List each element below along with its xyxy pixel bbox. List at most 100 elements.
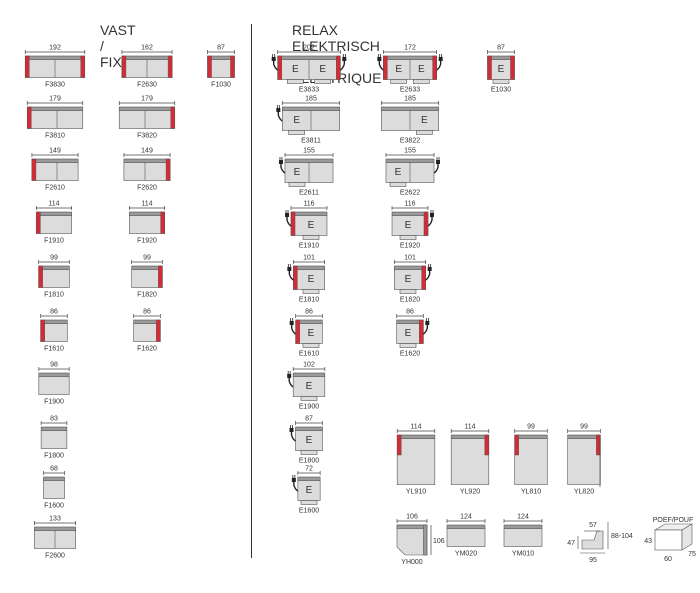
- model-code: F1610: [44, 346, 64, 353]
- model-code: E1030: [491, 87, 511, 94]
- backrest: [293, 265, 325, 270]
- dimension-label: 185: [305, 96, 317, 103]
- backrest: [290, 211, 328, 216]
- footrest: [413, 79, 430, 84]
- model-code: E3833: [299, 87, 319, 94]
- dimension-label: 99: [527, 424, 535, 431]
- power-plug-icon: [339, 54, 347, 71]
- power-plug-icon: [278, 157, 286, 174]
- armrest-right: [432, 55, 437, 80]
- plug-body: [289, 321, 294, 325]
- seat-body: [396, 438, 436, 485]
- dimension-label: 43: [644, 538, 652, 545]
- power-plug-icon: [436, 54, 443, 71]
- backrest: [394, 265, 426, 270]
- armrest-left: [207, 55, 212, 78]
- dimension-label: 102: [303, 362, 315, 369]
- power-cable: [290, 431, 296, 442]
- power-plug-icon: [291, 475, 299, 492]
- motor-seat-letter: E: [498, 64, 505, 75]
- dimension-label: 179: [49, 96, 61, 103]
- dimension-label: 47: [567, 540, 575, 547]
- backrest: [118, 106, 176, 111]
- backrest: [284, 158, 334, 163]
- dimension-label: 114: [48, 201, 59, 208]
- backrest: [36, 211, 72, 216]
- footrest: [314, 79, 331, 84]
- model-code: F1900: [44, 399, 64, 406]
- seat-body: [40, 430, 68, 449]
- backrest: [121, 55, 173, 60]
- armrest-left: [121, 55, 127, 78]
- plug-body: [342, 57, 347, 61]
- model-code: YL820: [574, 489, 594, 496]
- model-code: E1800: [299, 458, 319, 465]
- footrest: [416, 130, 433, 135]
- dimension-label: 99: [143, 255, 151, 262]
- dimension-label: 124: [517, 514, 529, 521]
- model-code: F1910: [44, 238, 64, 245]
- power-plug-icon: [433, 157, 441, 174]
- dimension-label: 149: [49, 148, 61, 155]
- model-code: YL810: [521, 489, 541, 496]
- seat-body: [38, 376, 70, 395]
- backrest: [26, 106, 84, 111]
- power-cable: [378, 60, 384, 71]
- armrest-left: [487, 55, 492, 80]
- armrest-left: [277, 55, 282, 80]
- power-cable: [288, 270, 294, 281]
- footrest: [302, 343, 320, 348]
- dimension-label: 155: [303, 148, 315, 155]
- backrest: [38, 265, 70, 270]
- model-code: YM010: [512, 551, 534, 558]
- model-code: E1920: [400, 243, 420, 250]
- dimension-label: 95: [589, 557, 597, 564]
- footrest: [399, 235, 417, 240]
- backrest: [423, 524, 428, 556]
- backrest: [503, 524, 543, 529]
- power-plug-icon: [287, 371, 294, 388]
- seat-body: [129, 215, 165, 234]
- model-code: E1620: [400, 351, 420, 358]
- backrest: [31, 158, 79, 163]
- motor-seat-letter: E: [306, 435, 313, 446]
- section-divider: [251, 24, 252, 558]
- model-code: F2600: [45, 553, 65, 560]
- pouf-title: POEF/POUF: [653, 517, 693, 524]
- power-cable: [293, 481, 299, 492]
- backrest: [277, 55, 341, 60]
- power-cable: [280, 163, 286, 174]
- model-code: F2630: [137, 82, 157, 89]
- power-plug-icon: [425, 264, 432, 281]
- seat-body: [26, 110, 84, 129]
- power-cable: [433, 163, 439, 174]
- seat-body: [514, 438, 548, 485]
- dimension-label: 116: [404, 201, 415, 208]
- dimension-label: 179: [141, 96, 153, 103]
- dimension-label: 155: [404, 148, 416, 155]
- seat-body: [43, 480, 65, 499]
- power-cable: [422, 324, 429, 335]
- motor-seat-letter: E: [421, 115, 428, 126]
- model-code: F1820: [137, 292, 157, 299]
- dimension-label: 114: [410, 424, 421, 431]
- dimension-label: 88-104: [611, 533, 633, 540]
- plug-body: [278, 160, 283, 164]
- power-plug-icon: [271, 54, 279, 71]
- armrest-left: [36, 211, 41, 234]
- footrest: [288, 182, 306, 187]
- power-cable: [425, 270, 431, 281]
- model-code: E1600: [299, 508, 319, 515]
- dimension-label: 149: [141, 148, 153, 155]
